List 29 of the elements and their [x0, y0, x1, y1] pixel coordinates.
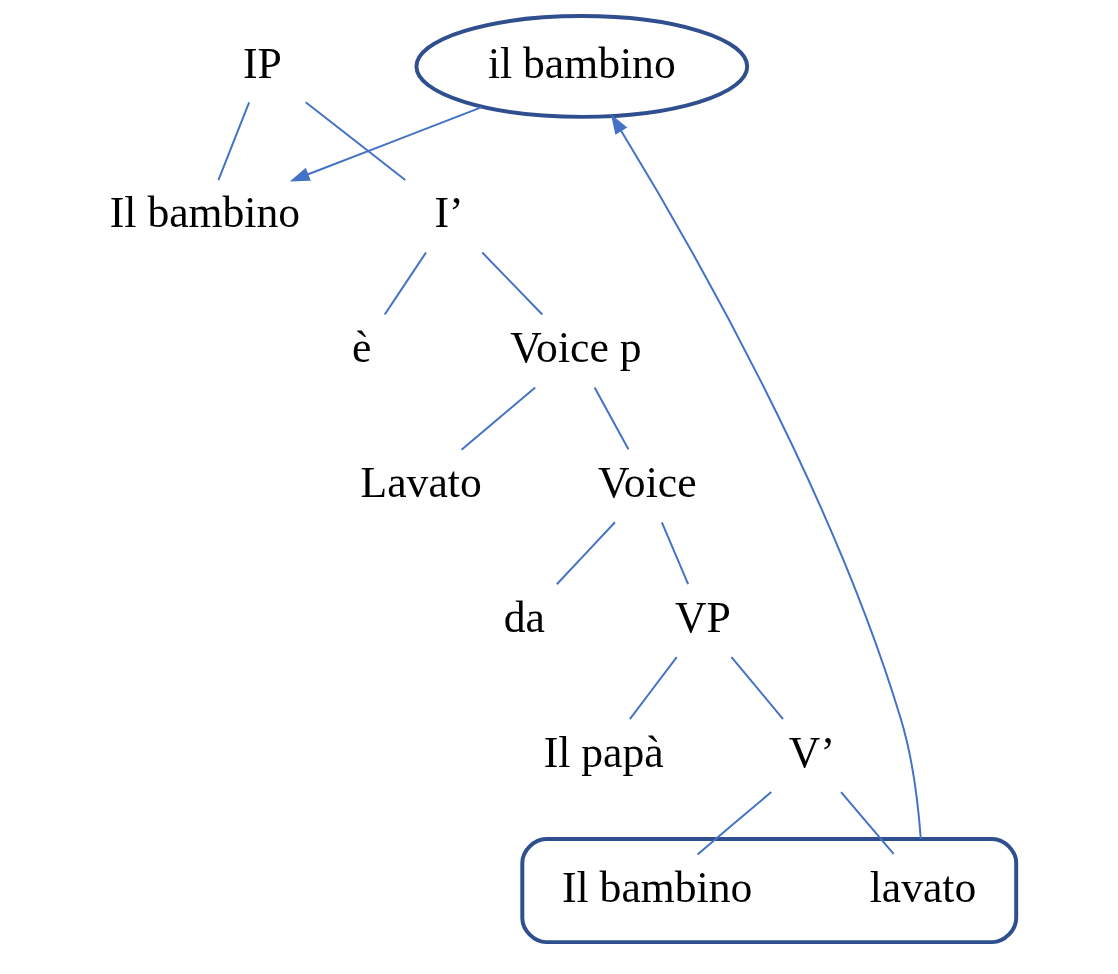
node-text: Il bambino [561, 862, 752, 911]
node-text: IP [242, 38, 282, 87]
node-text: V’ [788, 727, 835, 776]
arrow [610, 114, 922, 840]
connector [216, 101, 250, 182]
arrow [289, 106, 483, 182]
node-text: lavato [869, 862, 976, 911]
node-text: Il bambino [109, 188, 300, 237]
node-text: VP [674, 592, 731, 641]
node-ellipse: il bambino [413, 14, 749, 119]
node-text: Voice [597, 458, 697, 507]
node-text: Il papà [543, 727, 664, 776]
connector [460, 386, 536, 451]
connector [304, 101, 406, 182]
connector [696, 791, 772, 856]
node-text: Lavato [360, 458, 482, 507]
node-text: I’ [433, 188, 463, 237]
connector [593, 386, 629, 451]
connector [660, 521, 689, 586]
node-text: è [351, 323, 371, 372]
connector [628, 656, 678, 721]
connector [839, 791, 895, 855]
connector [383, 251, 427, 316]
node-text: da [503, 592, 545, 641]
connector [480, 251, 543, 316]
cluster [519, 837, 1018, 945]
connector [555, 521, 616, 586]
connector [730, 656, 784, 721]
node-text: Voice p [509, 323, 641, 372]
